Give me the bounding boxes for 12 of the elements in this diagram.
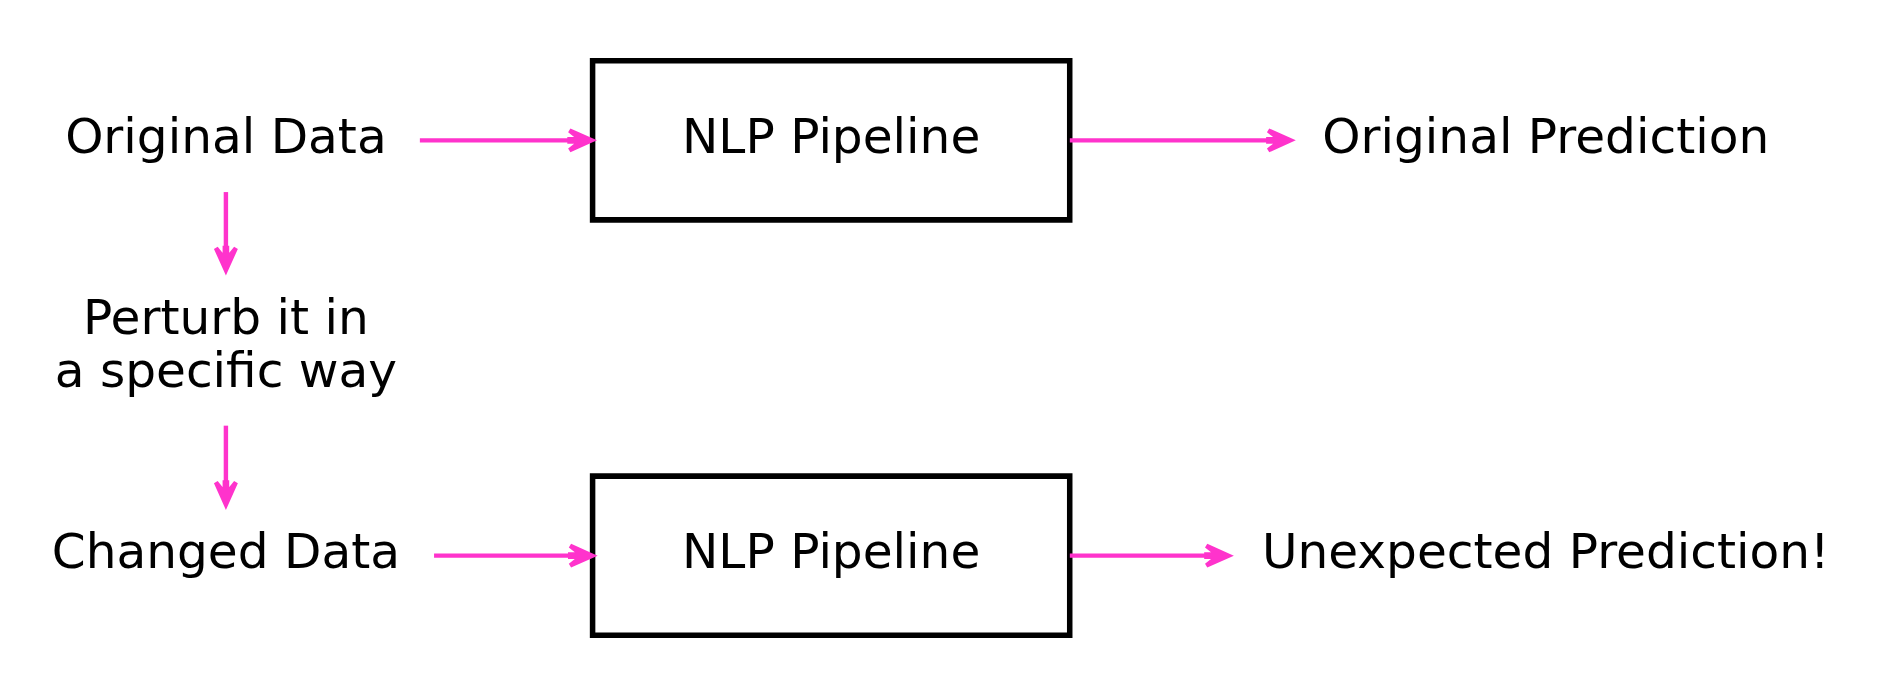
node-text: Original Data xyxy=(65,107,387,164)
node-text: Changed Data xyxy=(51,522,401,579)
arrow xyxy=(434,543,595,568)
arrow xyxy=(419,127,594,152)
node-box: NLP Pipeline xyxy=(589,472,1073,638)
node-text: Perturb it in a specific way xyxy=(54,288,398,398)
node-text: Unexpected Prediction! xyxy=(1261,522,1830,579)
arrow xyxy=(1069,543,1231,568)
node-box: NLP Pipeline xyxy=(589,57,1073,223)
arrow xyxy=(1069,127,1293,152)
arrow xyxy=(213,425,239,507)
node-text: Original Prediction xyxy=(1322,107,1770,164)
